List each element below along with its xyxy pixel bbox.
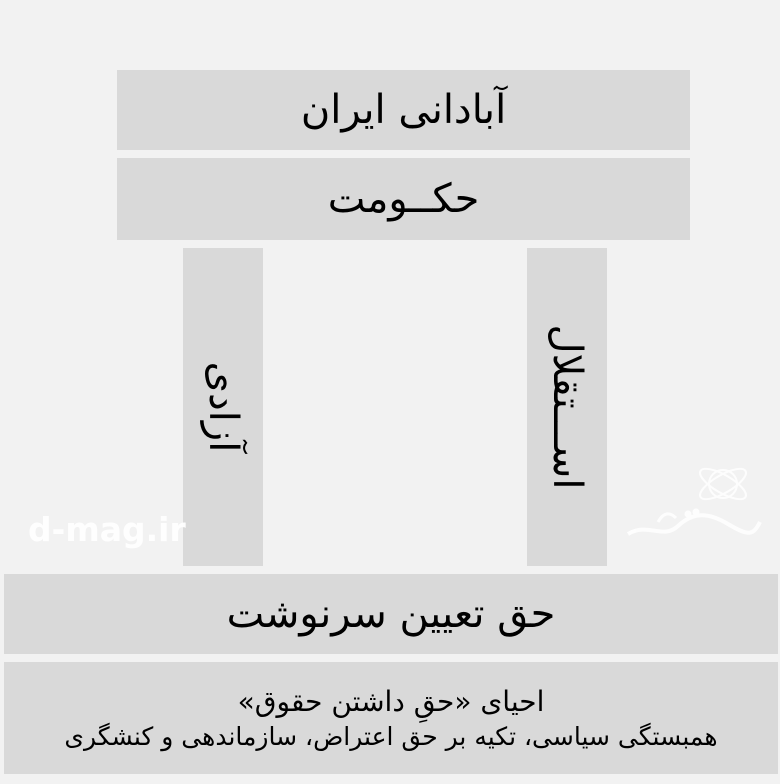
watermark-site-text: d-mag.ir [28, 510, 186, 549]
roof-subtitle: حکــومت [327, 176, 480, 222]
foundation-box: حق تعیین سرنوشت [4, 574, 778, 654]
pillar-left-label: آزادی [200, 361, 246, 453]
pillar-left: آزادی [183, 248, 263, 566]
dideh-logo-icon [626, 467, 762, 536]
roof-subtitle-box: حکــومت [117, 158, 690, 240]
footer-line-1: احیای «حقِ داشتن حقوق» [237, 685, 545, 718]
roof-title-box: آبادانی ایران [117, 70, 690, 150]
pillar-right: اســـتقلال [527, 248, 607, 566]
foundation-label: حق تعیین سرنوشت [226, 591, 556, 637]
pillar-right-label: اســـتقلال [544, 324, 590, 490]
footer-line-2: همبستگی سیاسی، تکیه بر حق اعتراض، سازمان… [64, 722, 718, 751]
roof-title: آبادانی ایران [300, 87, 507, 133]
footer-box: احیای «حقِ داشتن حقوق» همبستگی سیاسی، تک… [4, 662, 778, 774]
